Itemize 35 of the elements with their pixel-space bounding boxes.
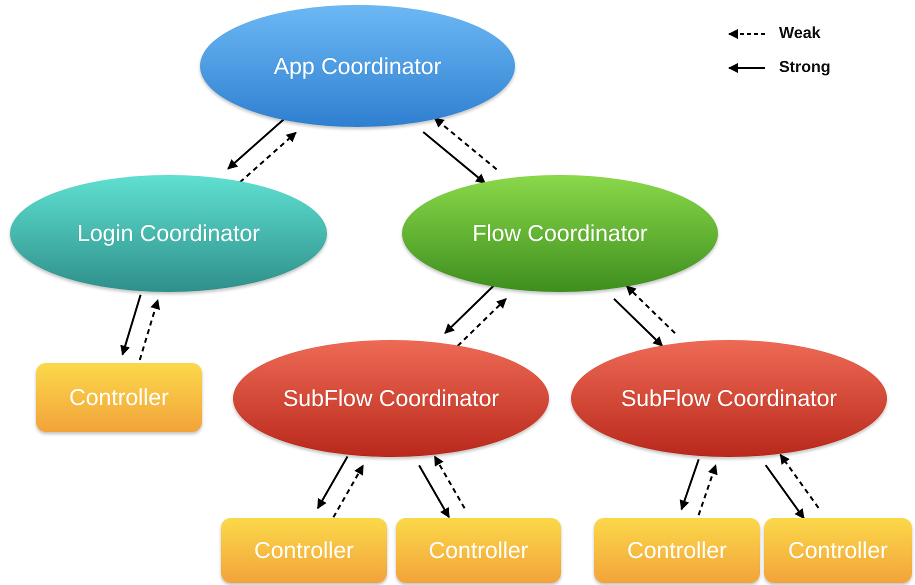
arrow <box>316 456 348 510</box>
node-label: Controller <box>69 384 169 411</box>
arrow <box>418 464 450 518</box>
dashed-arrow <box>780 454 820 508</box>
dashed-arrow <box>698 464 718 516</box>
node-label: Controller <box>788 537 888 564</box>
controller-box <box>396 518 561 583</box>
controller-box <box>594 518 760 583</box>
node-label: App Coordinator <box>274 52 442 80</box>
controller-box <box>221 518 387 583</box>
arrow <box>613 298 664 347</box>
node-label: Controller <box>254 537 354 564</box>
dashed-arrow <box>434 456 466 509</box>
dashed-arrow <box>239 132 297 184</box>
arrow <box>422 131 486 184</box>
node-label: SubFlow Coordinator <box>620 385 838 412</box>
node-label: Controller <box>428 537 528 564</box>
arrow <box>680 458 700 510</box>
dashed-arrow <box>626 285 676 334</box>
dashed-arrow <box>332 464 364 518</box>
dashed-arrow <box>138 299 160 360</box>
node-label: Flow Coordinator <box>472 220 648 247</box>
controller-box <box>764 518 912 583</box>
dashed-arrow <box>434 117 498 170</box>
dashed-arrow <box>456 298 507 347</box>
arrow <box>444 285 494 334</box>
node-label: Login Coordinator <box>77 220 260 247</box>
arrow <box>120 294 142 356</box>
legend-label: Strong <box>779 59 831 77</box>
legend-label: Weak <box>779 25 821 43</box>
node-label: SubFlow Coordinator <box>282 385 500 412</box>
arrow <box>764 464 805 520</box>
node-label: Controller <box>627 537 727 564</box>
controller-box <box>36 363 202 432</box>
arrow <box>227 118 285 170</box>
